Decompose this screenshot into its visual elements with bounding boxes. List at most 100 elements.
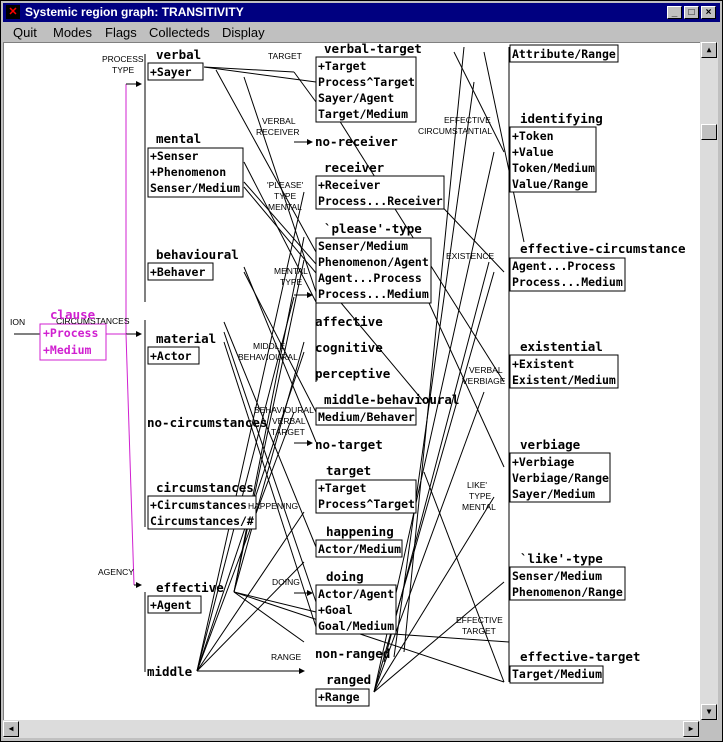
svg-text:MENTAL: MENTAL [462, 502, 496, 512]
svg-text:ION: ION [10, 317, 25, 327]
svg-text:existential: existential [520, 339, 603, 354]
svg-text:behavioural: behavioural [156, 247, 239, 262]
svg-text:Goal/Medium: Goal/Medium [318, 619, 394, 633]
svg-text:+Existent: +Existent [512, 357, 574, 371]
svg-text:+Circumstances: +Circumstances [150, 498, 247, 512]
svg-text:VERBAL: VERBAL [272, 416, 306, 426]
svg-text:+Range: +Range [318, 690, 360, 704]
menu-quit[interactable]: Quit [13, 25, 37, 40]
svg-text:Circumstances/#: Circumstances/# [150, 514, 254, 528]
svg-text:Process...Medium: Process...Medium [512, 275, 623, 289]
svg-text:+Verbiage: +Verbiage [512, 455, 574, 469]
svg-text:+Behaver: +Behaver [150, 265, 205, 279]
svg-text:MIDDLE: MIDDLE [253, 341, 285, 351]
svg-text:CIRCUMSTANTIAL: CIRCUMSTANTIAL [418, 126, 492, 136]
svg-text:+Receiver: +Receiver [318, 178, 380, 192]
svg-text:Target/Medium: Target/Medium [512, 667, 602, 681]
svg-text:receiver: receiver [324, 160, 385, 175]
svg-text:verbiage: verbiage [520, 437, 581, 452]
svg-text:+Process: +Process [43, 326, 98, 340]
svg-text:TYPE: TYPE [469, 491, 492, 501]
svg-text:middle-behavioural: middle-behavioural [324, 392, 459, 407]
svg-text:Phenomenon/Range: Phenomenon/Range [512, 585, 623, 599]
svg-text:+Agent: +Agent [150, 598, 192, 612]
svg-text:BEHAVIOURAL: BEHAVIOURAL [254, 405, 314, 415]
svg-text:no-circumstances: no-circumstances [147, 415, 267, 430]
svg-text:Senser/Medium: Senser/Medium [150, 181, 240, 195]
svg-text:LIKE': LIKE' [467, 480, 487, 490]
svg-text:AGENCY: AGENCY [98, 567, 134, 577]
svg-text:Senser/Medium: Senser/Medium [512, 569, 602, 583]
system-network-graph: ION PROCESS TYPE CIRCUMSTANCES AGENCY VE… [10, 43, 686, 707]
svg-text:Sayer/Medium: Sayer/Medium [512, 487, 595, 501]
svg-text:Verbiage/Range: Verbiage/Range [512, 471, 609, 485]
svg-text:material: material [156, 331, 216, 346]
svg-text:'PLEASE': 'PLEASE' [267, 180, 304, 190]
svg-text:effective: effective [156, 580, 224, 595]
svg-text:VERBIAGE: VERBIAGE [462, 376, 506, 386]
svg-text:RANGE: RANGE [271, 652, 302, 662]
feature-boxes [39, 44, 626, 707]
svg-text:TYPE: TYPE [274, 191, 297, 201]
svg-text:Value/Range: Value/Range [512, 177, 588, 191]
system-labels: ION PROCESS TYPE CIRCUMSTANCES AGENCY VE… [10, 51, 506, 662]
vertical-scroll-thumb[interactable] [701, 124, 717, 140]
svg-text:verbal: verbal [156, 47, 201, 62]
menu-collecteds[interactable]: Collecteds [149, 25, 210, 40]
menu-display[interactable]: Display [222, 25, 265, 40]
window-title: Systemic region graph: TRANSITIVITY [25, 5, 244, 19]
svg-text:+Phenomenon: +Phenomenon [150, 165, 226, 179]
minimize-button[interactable]: _ [667, 6, 682, 19]
svg-text:+Value: +Value [512, 145, 554, 159]
close-button[interactable]: × [701, 6, 716, 19]
svg-text:VERBAL: VERBAL [262, 116, 296, 126]
svg-text:Senser/Medium: Senser/Medium [318, 239, 408, 253]
maximize-button[interactable]: □ [684, 6, 699, 19]
menu-flags[interactable]: Flags [105, 25, 137, 40]
svg-text:non-ranged: non-ranged [315, 646, 390, 661]
clause-feature[interactable]: clause +Process +Medium [43, 307, 98, 357]
app-icon[interactable]: ✕ [6, 5, 20, 19]
svg-text:affective: affective [315, 314, 383, 329]
column1-features[interactable]: verbal +Sayer mental +Senser +Phenomenon… [147, 47, 267, 679]
scroll-left-icon[interactable]: ◀ [3, 721, 19, 737]
scroll-down-icon[interactable]: ▼ [701, 704, 717, 720]
scroll-right-icon[interactable]: ▶ [683, 721, 699, 737]
svg-text:clause: clause [50, 307, 96, 322]
svg-text:BEHAVIOURAL: BEHAVIOURAL [238, 352, 298, 362]
svg-text:doing: doing [326, 569, 364, 584]
horizontal-scrollbar[interactable]: ◀ ▶ [3, 720, 699, 738]
svg-text:verbal-target: verbal-target [324, 43, 422, 56]
svg-text:+Token: +Token [512, 129, 554, 143]
svg-text:TARGET: TARGET [462, 626, 496, 636]
svg-text:no-receiver: no-receiver [315, 134, 398, 149]
svg-text:MENTAL: MENTAL [268, 202, 302, 212]
menu-modes[interactable]: Modes [53, 25, 93, 40]
svg-text:+Target: +Target [318, 59, 367, 73]
column2-features[interactable]: verbal-target +Target Process^Target Say… [315, 43, 459, 704]
column3-features[interactable]: Attribute/Range identifying +Token +Valu… [512, 47, 686, 681]
svg-text:VERBAL: VERBAL [469, 365, 503, 375]
menu-bar: Quit Modes Flags Collecteds Display [3, 23, 720, 42]
svg-text:+Senser: +Senser [150, 149, 199, 163]
vertical-scrollbar[interactable]: ▲ ▼ [700, 42, 718, 720]
svg-text:effective-circumstance: effective-circumstance [520, 241, 686, 256]
svg-text:perceptive: perceptive [315, 366, 391, 381]
svg-text:Process...Receiver: Process...Receiver [318, 194, 443, 208]
svg-text:EFFECTIVE: EFFECTIVE [444, 115, 491, 125]
scroll-up-icon[interactable]: ▲ [701, 42, 717, 58]
svg-text:Existent/Medium: Existent/Medium [512, 373, 616, 387]
svg-text:no-target: no-target [315, 437, 383, 452]
svg-text:TYPE: TYPE [280, 277, 303, 287]
svg-text:TARGET: TARGET [268, 51, 302, 61]
graph-canvas[interactable]: ION PROCESS TYPE CIRCUMSTANCES AGENCY VE… [3, 42, 700, 721]
svg-text:+Goal: +Goal [318, 603, 353, 617]
svg-text:ranged: ranged [326, 672, 371, 687]
title-bar[interactable]: ✕ Systemic region graph: TRANSITIVITY _ … [3, 3, 720, 22]
svg-text:Medium/Behaver: Medium/Behaver [318, 410, 415, 424]
realization-lines [196, 46, 525, 693]
svg-text:Target/Medium: Target/Medium [318, 107, 408, 121]
svg-text:Actor/Agent: Actor/Agent [318, 587, 394, 601]
svg-text:+Medium: +Medium [43, 343, 92, 357]
